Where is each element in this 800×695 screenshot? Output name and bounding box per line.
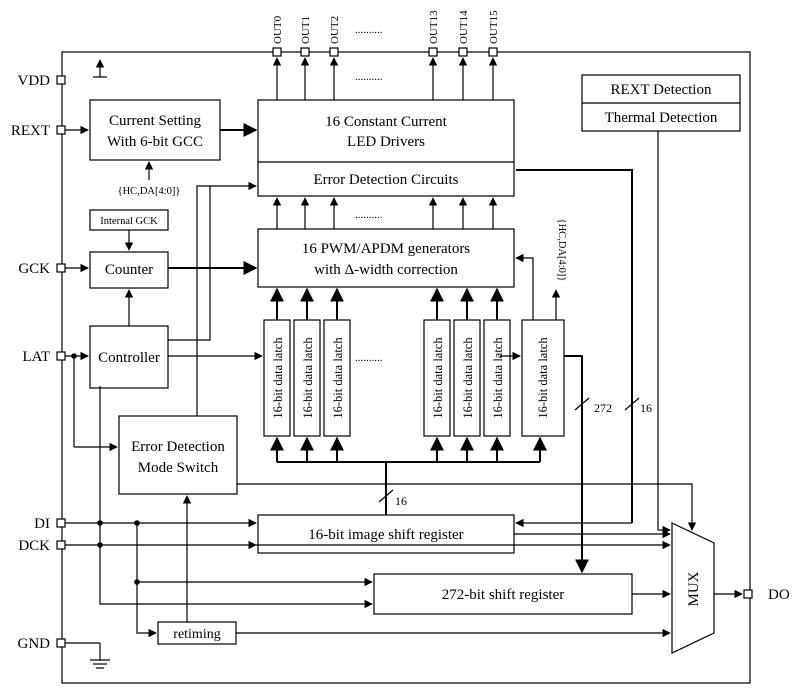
outputs-ellipsis-mid: ..........	[355, 71, 383, 83]
pin-vdd-label: VDD	[18, 73, 51, 89]
connection-lines: .......... {HC,DA[4:0]} 16 272	[97, 123, 743, 638]
latch-label: 16-bit data latch	[461, 337, 475, 419]
latch-0: 16-bit data latch	[263, 319, 291, 437]
output-label: OUT15	[488, 10, 500, 44]
latch-14: 16-bit data latch	[453, 319, 481, 437]
error-mode-switch-line2: Mode Switch	[138, 460, 219, 476]
error-mode-switch-block: Error Detection Mode Switch	[118, 415, 238, 495]
hc-da-vertical-label: {HC,DA[4:0]}	[556, 219, 567, 282]
pin-rext-label: REXT	[11, 123, 50, 139]
controller-label: Controller	[98, 350, 160, 366]
latch-2: 16-bit data latch	[323, 319, 351, 437]
latch-label: 16-bit data latch	[491, 337, 505, 419]
current-setting-line1: Current Setting	[109, 113, 202, 129]
error-mode-switch-line1: Error Detection	[131, 439, 225, 455]
pin-gnd-label: GND	[18, 636, 51, 652]
internal-gck-label: Internal GCK	[100, 216, 158, 227]
latch-label: 16-bit data latch	[271, 337, 285, 419]
shift-272-block: 272-bit shift register	[373, 573, 633, 615]
outputs-ellipsis-top: ..........	[355, 24, 383, 36]
pin-lat-label: LAT	[23, 349, 51, 365]
counter-label: Counter	[105, 262, 153, 278]
latch-1: 16-bit data latch	[293, 319, 321, 437]
pin-gck-label: GCK	[18, 261, 50, 277]
pin-dck: DCK	[18, 538, 257, 554]
pwm-ellipsis: ..........	[355, 209, 383, 221]
pwm-block: 16 PWM/APDM generators with Δ-width corr…	[257, 228, 515, 288]
bus-272-label: 272	[594, 401, 612, 415]
controller-block: Controller	[89, 325, 169, 389]
output-pin-out15: OUT15	[488, 10, 500, 100]
internal-gck-block: Internal GCK	[89, 209, 169, 231]
retiming-label: retiming	[173, 627, 220, 642]
pwm-line2: with Δ-width correction	[314, 262, 458, 278]
pin-di-label: DI	[34, 516, 50, 532]
shift-272-label: 272-bit shift register	[442, 587, 564, 603]
error-detection-circuits-label: Error Detection Circuits	[314, 172, 459, 188]
mux-block: MUX	[671, 522, 715, 654]
output-label: OUT0	[272, 15, 284, 44]
pin-gnd: GND	[18, 636, 110, 669]
latches-ellipsis: ..........	[355, 352, 383, 364]
output-pin-out2: OUT2	[329, 16, 341, 100]
output-label: OUT14	[458, 10, 470, 44]
pin-do-label: DO	[768, 587, 790, 603]
hc-da-label: {HC,DA[4:0]}	[118, 186, 181, 197]
latch-label: 16-bit data latch	[536, 337, 550, 419]
rext-detection-label: REXT Detection	[611, 82, 712, 98]
output-pin-out13: OUT13	[428, 10, 440, 100]
pwm-line1: 16 PWM/APDM generators	[302, 241, 470, 257]
output-pins: OUT0 OUT1 OUT2 OUT13 OUT14 OUT15 .......…	[272, 10, 500, 100]
constant-current-block: 16 Constant Current LED Drivers Error De…	[257, 99, 515, 197]
pin-dck-label: DCK	[18, 538, 50, 554]
image-shift-register-label: 16-bit image shift register	[308, 527, 463, 543]
output-label: OUT1	[300, 16, 312, 44]
output-pin-out1: OUT1	[300, 16, 312, 100]
chip-boundary	[61, 51, 751, 684]
current-setting-line2: With 6-bit GCC	[107, 134, 203, 150]
bus-16-label-bottom: 16	[395, 494, 407, 508]
output-label: OUT13	[428, 10, 440, 44]
constant-current-line2: LED Drivers	[347, 134, 425, 150]
pin-di: DI	[34, 516, 257, 532]
retiming-block: retiming	[157, 621, 237, 645]
pin-rext: REXT	[11, 123, 89, 139]
output-label: OUT2	[329, 16, 341, 44]
latch-13: 16-bit data latch	[423, 319, 451, 437]
latch-label: 16-bit data latch	[331, 337, 345, 419]
pin-lat: LAT	[23, 349, 118, 452]
pin-do: DO	[743, 587, 790, 603]
bus-16-label-right: 16	[640, 401, 652, 415]
current-setting-block: Current Setting With 6-bit GCC	[89, 99, 221, 161]
latch-15: 16-bit data latch	[483, 319, 511, 437]
output-pin-out0: OUT0	[272, 15, 284, 100]
image-shift-register-block: 16-bit image shift register	[257, 514, 515, 554]
pin-gck: GCK	[18, 261, 89, 277]
constant-current-line1: 16 Constant Current	[325, 114, 447, 130]
pin-vdd: VDD	[18, 59, 107, 89]
counter-block: Counter	[89, 251, 169, 289]
detection-block: REXT Detection Thermal Detection	[581, 74, 741, 132]
latch-label: 16-bit data latch	[431, 337, 445, 419]
mux-label: MUX	[686, 571, 702, 606]
output-pin-out14: OUT14	[458, 10, 470, 100]
latch-config: 16-bit data latch	[521, 319, 565, 437]
latch-label: 16-bit data latch	[301, 337, 315, 419]
thermal-detection-label: Thermal Detection	[605, 110, 718, 126]
